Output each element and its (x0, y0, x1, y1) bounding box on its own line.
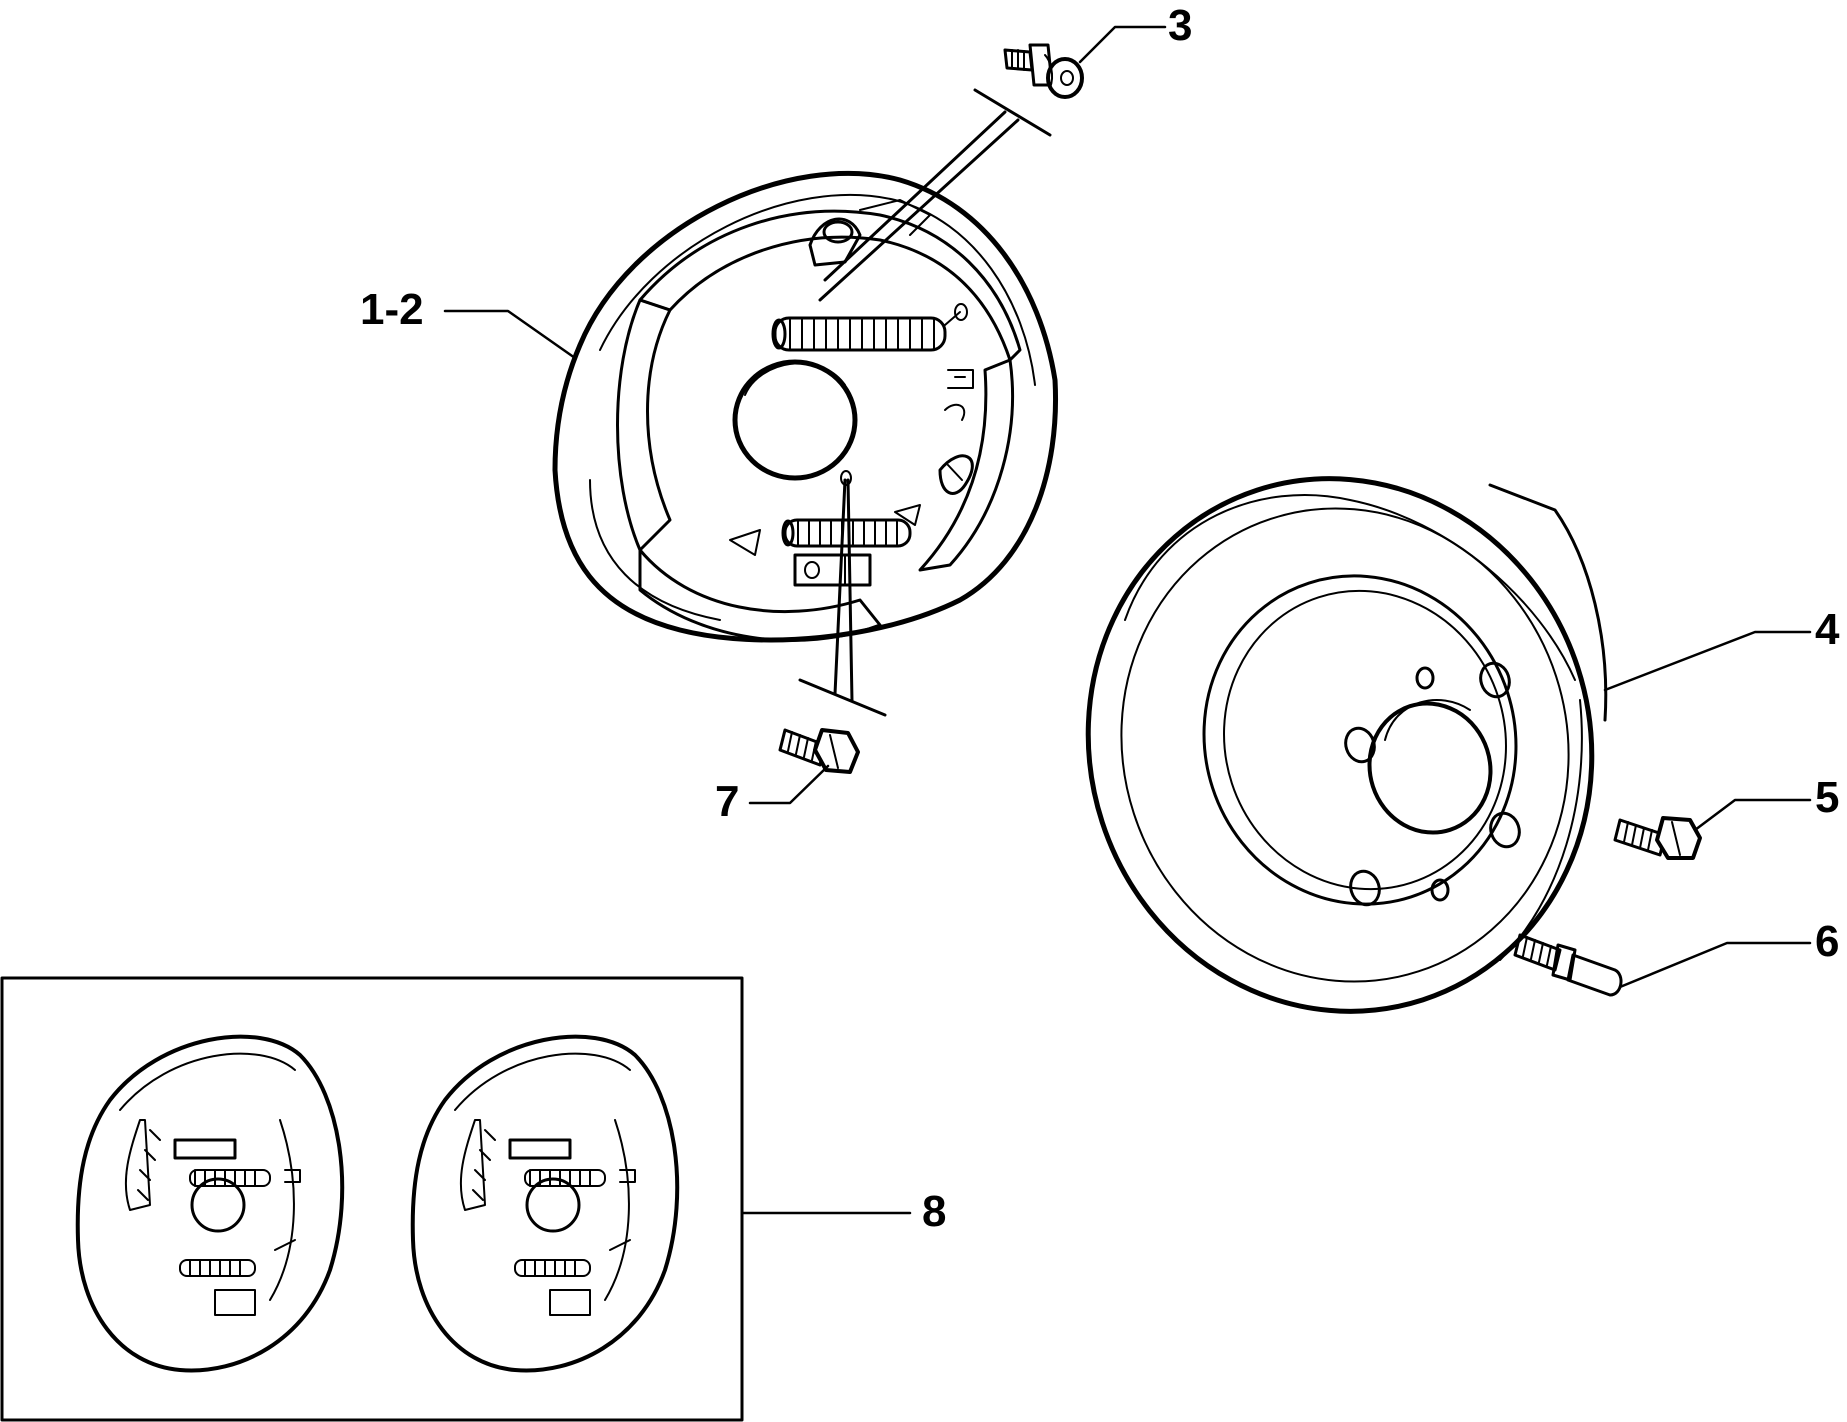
leader-1-2 (443, 309, 577, 360)
leader-3 (1078, 25, 1167, 64)
brake-backing-plate-assembly (552, 170, 1059, 643)
wheel-stud (1513, 933, 1623, 997)
leader-6 (1618, 941, 1812, 989)
leader-lines-part-3 (818, 88, 1052, 302)
kit-assembly-right (410, 1034, 680, 1373)
leader-5 (1693, 798, 1812, 832)
upper-return-spring (771, 311, 961, 352)
callout-label-3: 3 (1168, 1, 1193, 50)
callout-label-4: 4 (1815, 605, 1840, 654)
callout-label-5: 5 (1815, 773, 1840, 822)
callout-label-1-2: 1-2 (360, 285, 424, 334)
brake-drum (1085, 476, 1608, 1014)
callout-label-8: 8 (922, 1187, 947, 1236)
callout-label-6: 6 (1815, 917, 1840, 966)
backing-plate-bolt (778, 728, 860, 774)
drum-bolt (1613, 816, 1702, 860)
kit-frame (0, 976, 744, 1422)
lower-return-spring (781, 518, 912, 548)
leader-lines-part-7 (798, 478, 887, 717)
leader-7 (748, 764, 830, 805)
callout-label-7: 7 (715, 777, 740, 826)
kit-assembly-left (75, 1034, 345, 1373)
leader-4 (1603, 630, 1812, 692)
bleed-screw (1003, 43, 1084, 99)
callout-leaders (443, 25, 1812, 1215)
